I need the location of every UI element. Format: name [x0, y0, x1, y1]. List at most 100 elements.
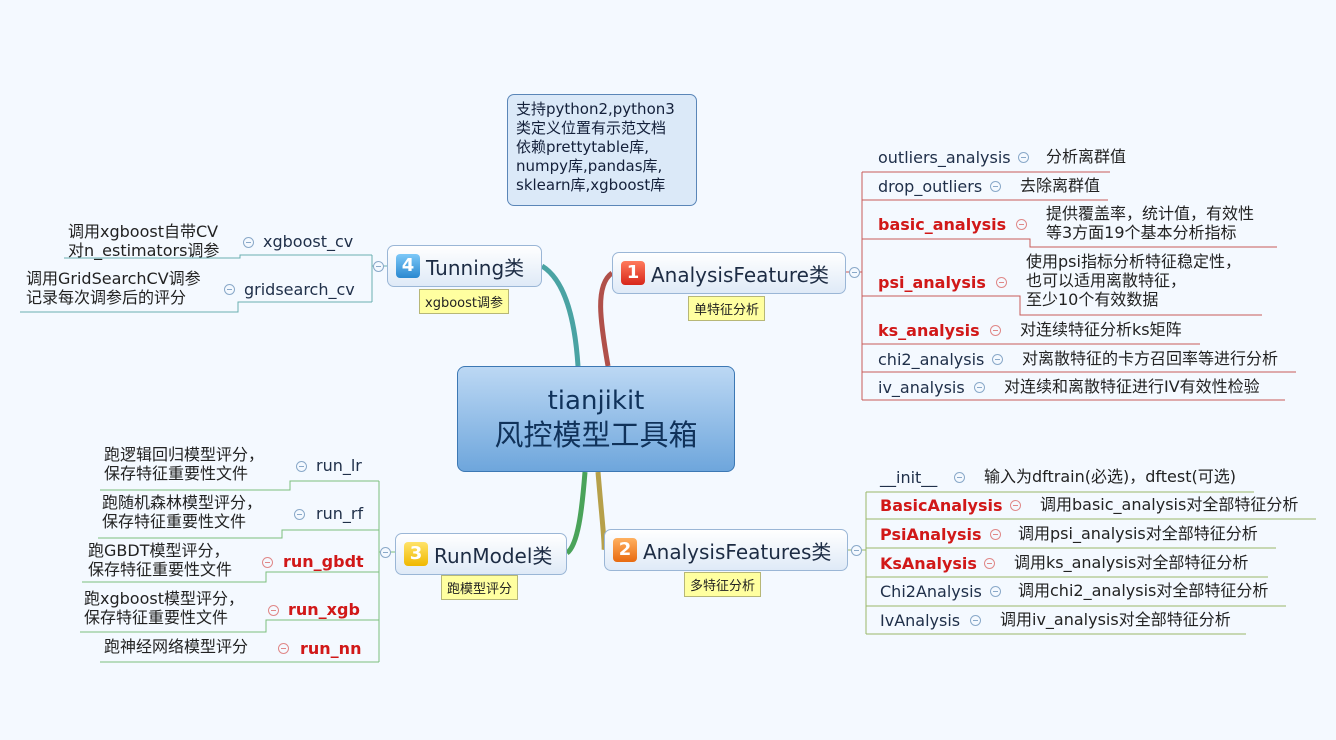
subtopic-iv-analysis[interactable]: iv_analysis [878, 378, 965, 397]
subtopic-gridsearch-cv[interactable]: gridsearch_cv [244, 280, 355, 299]
collapse-icon[interactable] [278, 643, 289, 654]
central-topic[interactable]: tianjikit 风控模型工具箱 [457, 366, 735, 472]
topic-label: AnalysisFeatures类 [643, 539, 832, 564]
collapse-icon[interactable] [262, 557, 273, 568]
subtopic-basic-analysis-class[interactable]: BasicAnalysis [880, 496, 1003, 515]
subtopic-desc: 调用psi_analysis对全部特征分析 [1018, 524, 1258, 543]
desc-line: 提供覆盖率，统计值，有效性 [1046, 204, 1255, 223]
subtopic-desc: 去除离群值 [1020, 176, 1101, 195]
topic-tunning[interactable]: 4 Tunning类 [387, 245, 542, 287]
subtopic-init[interactable]: __init__ [880, 468, 938, 487]
desc-line: 也可以适用离散特征， [1026, 271, 1187, 290]
topic-note: 多特征分析 [684, 572, 762, 597]
collapse-icon[interactable] [268, 605, 279, 616]
subtopic-desc: 对连续特征分析ks矩阵 [1020, 320, 1182, 339]
collapse-icon[interactable] [990, 181, 1001, 192]
desc-line: 保存特征重要性文件 [88, 560, 233, 579]
collapse-icon[interactable] [849, 267, 860, 278]
callout-line: numpy库,pandas库, [516, 157, 663, 175]
subtopic-run-lr[interactable]: run_lr [316, 456, 362, 475]
subtopic-run-nn[interactable]: run_nn [300, 639, 362, 658]
subtopic-desc: 跑GBDT模型评分， 保存特征重要性文件 [88, 541, 232, 579]
callout-line: 支持python2,python3 [516, 100, 675, 118]
subtopic-desc: 调用ks_analysis对全部特征分析 [1014, 553, 1249, 572]
subtopic-chi2-analysis-class[interactable]: Chi2Analysis [880, 582, 982, 601]
collapse-icon[interactable] [851, 545, 862, 556]
desc-line: 保存特征重要性文件 [84, 608, 229, 627]
collapse-icon[interactable] [970, 615, 981, 626]
subtopic-ks-analysis-class[interactable]: KsAnalysis [880, 554, 977, 573]
collapse-icon[interactable] [294, 509, 305, 520]
subtopic-run-xgb[interactable]: run_xgb [288, 600, 360, 619]
collapse-icon[interactable] [373, 261, 384, 272]
collapse-icon[interactable] [1016, 219, 1027, 230]
desc-line: 保存特征重要性文件 [104, 464, 249, 483]
subtopic-xgboost-cv[interactable]: xgboost_cv [263, 232, 354, 251]
desc-line: 使用psi指标分析特征稳定性， [1026, 252, 1241, 271]
topic-analysis-feature[interactable]: 1 AnalysisFeature类 [612, 252, 846, 294]
subtopic-ks-analysis[interactable]: ks_analysis [878, 321, 980, 340]
subtopic-desc: 对连续和离散特征进行IV有效性检验 [1004, 377, 1260, 396]
subtopic-desc: 分析离群值 [1046, 147, 1127, 166]
subtopic-desc: 跑逻辑回归模型评分， 保存特征重要性文件 [104, 445, 264, 483]
collapse-icon[interactable] [990, 586, 1001, 597]
subtopic-desc: 提供覆盖率，统计值，有效性 等3方面19个基本分析指标 [1046, 204, 1254, 242]
subtopic-basic-analysis[interactable]: basic_analysis [878, 215, 1007, 234]
subtopic-outliers-analysis[interactable]: outliers_analysis [878, 148, 1011, 167]
subtopic-desc: 调用chi2_analysis对全部特征分析 [1018, 581, 1269, 600]
subtopic-psi-analysis-class[interactable]: PsiAnalysis [880, 525, 982, 544]
desc-line: 调用xgboost自带CV [68, 222, 219, 241]
subtopic-desc: 调用basic_analysis对全部特征分析 [1040, 495, 1299, 514]
topic-label: AnalysisFeature类 [651, 262, 829, 287]
callout-line: 依赖prettytable库, [516, 138, 649, 156]
collapse-icon[interactable] [1010, 500, 1021, 511]
topic-note: 单特征分析 [688, 296, 766, 321]
subtopic-run-rf[interactable]: run_rf [316, 504, 364, 523]
subtopic-desc: 调用iv_analysis对全部特征分析 [1000, 610, 1231, 629]
desc-line: 跑随机森林模型评分， [102, 493, 263, 512]
collapse-icon[interactable] [296, 461, 307, 472]
desc-line: 跑GBDT模型评分， [88, 541, 230, 560]
subtopic-desc: 调用GridSearchCV调参 记录每次调参后的评分 [26, 269, 201, 307]
subtopic-desc: 跑随机森林模型评分， 保存特征重要性文件 [102, 493, 262, 531]
subtopic-run-gbdt[interactable]: run_gbdt [283, 552, 364, 571]
subtopic-desc: 跑xgboost模型评分， 保存特征重要性文件 [84, 589, 244, 627]
topic-label: Tunning类 [426, 255, 525, 280]
collapse-icon[interactable] [243, 237, 254, 248]
collapse-icon[interactable] [984, 558, 995, 569]
desc-line: 记录每次调参后的评分 [26, 288, 187, 307]
desc-line: 调用GridSearchCV调参 [26, 269, 201, 288]
priority-4-icon: 4 [396, 254, 420, 278]
subtopic-desc: 使用psi指标分析特征稳定性， 也可以适用离散特征， 至少10个有效数据 [1026, 252, 1241, 309]
subtopic-desc: 跑神经网络模型评分 [104, 637, 249, 656]
collapse-icon[interactable] [954, 472, 965, 483]
collapse-icon[interactable] [992, 354, 1003, 365]
subtopic-chi2-analysis[interactable]: chi2_analysis [878, 350, 985, 369]
desc-line: 保存特征重要性文件 [102, 512, 247, 531]
desc-line: 对n_estimators调参 [68, 241, 220, 260]
callout-line: 类定义位置有示范文档 [516, 119, 667, 137]
collapse-icon[interactable] [996, 277, 1007, 288]
subtopic-psi-analysis[interactable]: psi_analysis [878, 273, 986, 292]
collapse-icon[interactable] [974, 382, 985, 393]
collapse-icon[interactable] [990, 325, 1001, 336]
desc-line: 至少10个有效数据 [1026, 290, 1159, 309]
collapse-icon[interactable] [224, 284, 235, 295]
topic-run-model[interactable]: 3 RunModel类 [395, 533, 567, 575]
topic-note: xgboost调参 [419, 289, 509, 314]
collapse-icon[interactable] [990, 529, 1001, 540]
collapse-icon[interactable] [380, 547, 391, 558]
priority-3-icon: 3 [404, 542, 428, 566]
priority-2-icon: 2 [613, 538, 637, 562]
central-title: tianjikit [547, 386, 645, 416]
topic-note: 跑模型评分 [441, 575, 519, 600]
central-subtitle: 风控模型工具箱 [494, 418, 698, 452]
subtopic-drop-outliers[interactable]: drop_outliers [878, 177, 983, 196]
subtopic-desc: 调用xgboost自带CV 对n_estimators调参 [68, 222, 219, 260]
subtopic-iv-analysis-class[interactable]: IvAnalysis [880, 611, 961, 630]
priority-1-icon: 1 [621, 261, 645, 285]
collapse-icon[interactable] [1018, 152, 1029, 163]
topic-analysis-features[interactable]: 2 AnalysisFeatures类 [604, 529, 848, 571]
desc-line: 等3方面19个基本分析指标 [1046, 223, 1237, 242]
